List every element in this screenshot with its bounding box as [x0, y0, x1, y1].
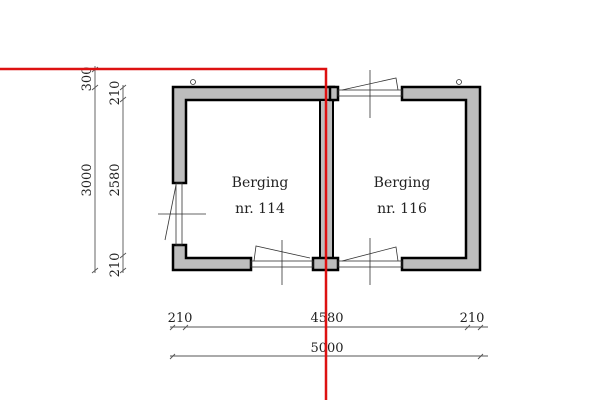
dim-210-bottom: 210: [108, 253, 123, 278]
dim-210-right: 210: [460, 311, 485, 326]
dim-3000: 3000: [80, 163, 95, 196]
room-name-114: Berging: [232, 175, 289, 191]
door-right-room-top: [337, 70, 403, 118]
dim-2580: 2580: [108, 163, 123, 196]
marker-icon: [456, 79, 462, 85]
door-left-room-bottom: [250, 240, 314, 285]
marker-icon: [190, 79, 196, 85]
door-right-room-bottom: [337, 238, 403, 285]
wall-right-room-top-right: [400, 85, 482, 272]
wall-left-room-top-left: [171, 85, 336, 185]
room-number-116: nr. 116: [377, 201, 427, 217]
room-number-114: nr. 114: [235, 201, 285, 217]
wall-pier-top: [328, 85, 340, 102]
wall-left-room-bottom-left: [171, 243, 253, 272]
room-name-116: Berging: [374, 175, 431, 191]
dim-210-left: 210: [168, 311, 193, 326]
dim-210-top: 210: [108, 81, 123, 106]
red-boundary-line: [0, 67, 328, 400]
window-left: [158, 182, 206, 246]
horizontal-dimensions: [169, 324, 488, 360]
dim-300: 300: [80, 67, 95, 92]
